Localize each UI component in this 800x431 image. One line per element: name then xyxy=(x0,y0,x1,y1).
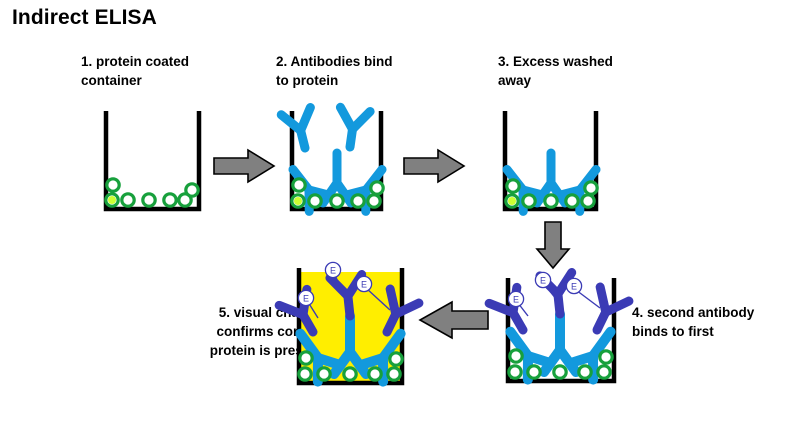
step-1-caption: 1. protein coated container xyxy=(81,54,190,88)
step-5-illustration xyxy=(279,261,419,387)
step-3-caption: 3. Excess washed away xyxy=(498,54,613,88)
protein-ring-highlight-2 xyxy=(294,197,302,205)
step-4-illustration xyxy=(489,271,629,385)
protein-ring-highlight-3 xyxy=(508,197,516,205)
enzyme-markers-4 xyxy=(507,271,601,317)
well-container-1 xyxy=(103,111,202,212)
protein-ring-highlight-1 xyxy=(108,196,116,204)
page-title: Indirect ELISA xyxy=(12,6,157,29)
enzyme-markers-5 xyxy=(297,261,391,319)
step-2-caption: 2. Antibodies bind to protein xyxy=(276,54,393,88)
arrow-3-to-4 xyxy=(535,221,571,270)
step-3-illustration xyxy=(502,111,601,216)
well-container-5 xyxy=(296,268,405,386)
arrow-2-to-3 xyxy=(403,148,466,184)
step-1-illustration xyxy=(103,111,202,212)
step-2-illustration xyxy=(281,107,387,216)
arrow-1-to-2 xyxy=(213,148,276,184)
step-4-caption: 4. second antibody binds to first xyxy=(632,305,755,339)
arrow-4-to-5 xyxy=(418,300,489,340)
